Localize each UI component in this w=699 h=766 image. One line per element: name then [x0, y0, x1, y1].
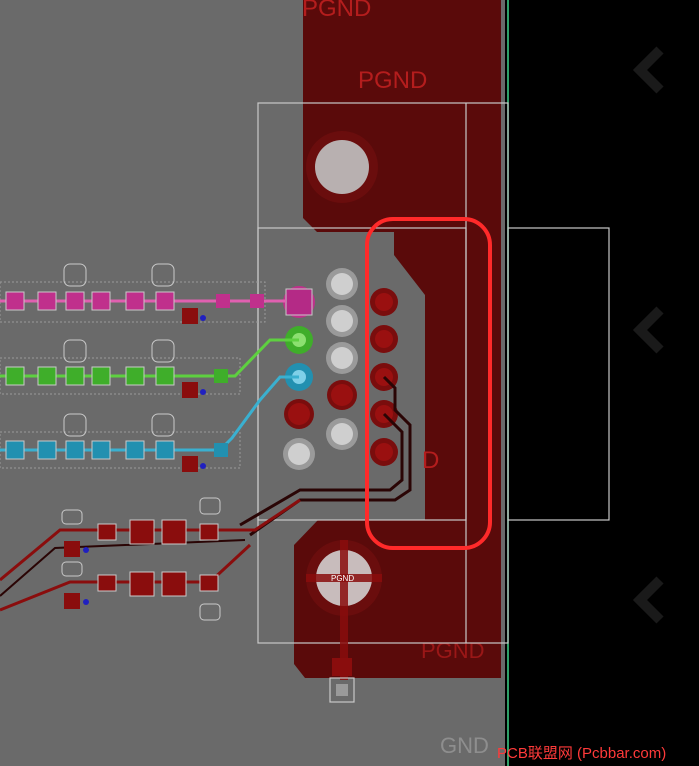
net-row-darkred	[0, 497, 301, 621]
connector-silkscreen	[257, 102, 610, 644]
pin-pad[interactable]	[326, 268, 358, 300]
pad-pgnd-label: PGND	[331, 574, 354, 583]
pgnd-label-top: PGND	[302, 0, 371, 22]
bottom-pad[interactable]	[329, 658, 355, 703]
net-row-green	[0, 338, 299, 398]
pin-pad[interactable]	[370, 325, 398, 353]
ghost-logo	[632, 46, 664, 624]
pin-pad[interactable]	[283, 438, 315, 470]
connector-pin-column-middle	[283, 286, 315, 470]
pin-pad[interactable]	[327, 380, 357, 410]
pgnd-label-upper: PGND	[358, 67, 427, 94]
connector-pin-column-left	[326, 268, 358, 450]
pin-pad[interactable]	[283, 286, 315, 318]
gnd-label: GND	[440, 733, 489, 758]
highlight-box	[365, 217, 492, 550]
watermark-text: PCB联盟网 (Pcbbar.com)	[497, 745, 667, 762]
pin-pad[interactable]	[326, 418, 358, 450]
off-board-region	[505, 0, 699, 766]
mounting-hole-bottom[interactable]: PGND	[306, 540, 382, 680]
pin-pad[interactable]	[326, 305, 358, 337]
mounting-hole-top[interactable]	[306, 131, 378, 203]
net-row-teal	[0, 375, 299, 472]
pin-pad[interactable]	[370, 288, 398, 316]
pgnd-label-lower: PGND	[421, 638, 485, 663]
pin-pad[interactable]	[370, 438, 398, 466]
trace-darkred-right	[239, 375, 412, 537]
net-row-magenta	[0, 263, 286, 324]
pin-pad[interactable]	[326, 342, 358, 374]
partial-d-label: D	[422, 447, 439, 474]
pin-pad[interactable]	[284, 399, 314, 429]
